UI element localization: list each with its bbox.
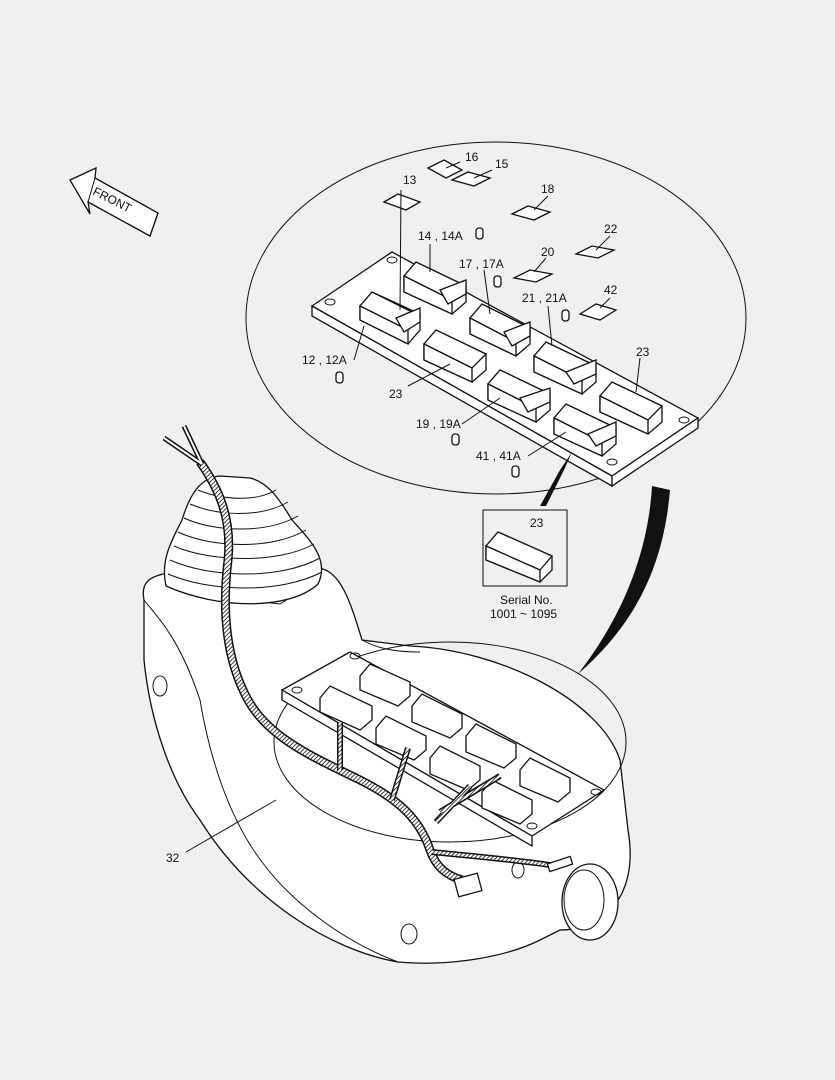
label-32: 32: [166, 851, 180, 865]
harness-terminal: [546, 855, 574, 873]
switch-19: [486, 369, 552, 424]
switch-21: [532, 341, 598, 396]
detail-switches: [358, 261, 664, 458]
label-13: 13: [403, 173, 417, 187]
bulb-21: [561, 309, 570, 322]
leader-32: [185, 799, 277, 853]
switch-23-right: [598, 381, 664, 436]
label-14: 14 , 14A: [418, 229, 463, 243]
decal-22: [573, 245, 617, 259]
label-22: 22: [604, 222, 618, 236]
part-labels: 13 16 15 18 14 , 14A 22 17 , 17A 20 21 ,…: [302, 150, 650, 463]
label-18: 18: [541, 182, 555, 196]
harness-connector: [453, 872, 483, 898]
leader-lines: [353, 161, 641, 457]
switch-panel-detail: [310, 251, 700, 488]
front-arrow: FRONT: [69, 166, 159, 237]
bulb-19: [451, 433, 460, 446]
decal-15: [450, 171, 492, 187]
label-23-left: 23: [389, 387, 403, 401]
switch-41: [552, 403, 618, 458]
decal-18: [510, 205, 552, 221]
decal-42: [578, 303, 618, 321]
label-12: 12 , 12A: [302, 353, 347, 367]
label-21: 21 , 21A: [522, 291, 567, 305]
switch-23-left: [422, 329, 488, 384]
decal-13: [382, 193, 422, 211]
switch-17: [468, 303, 532, 358]
decal-20: [511, 269, 555, 283]
console-callout-ellipse: [273, 641, 627, 843]
detail-callout-ellipse: [245, 141, 747, 495]
label-15: 15: [495, 157, 509, 171]
serial-range: 1001 ~ 1095: [490, 607, 557, 621]
switch-12: [358, 291, 422, 346]
bulb-14: [475, 227, 484, 240]
bulb-41: [511, 465, 520, 478]
label-23-inset: 23: [530, 516, 544, 530]
joystick-boot: [163, 475, 323, 605]
bulb-12: [335, 371, 344, 384]
serial-label: Serial No.: [500, 593, 553, 607]
callout-wedge-lower: [578, 486, 670, 674]
console-body: [142, 567, 631, 964]
bulbs: [335, 227, 570, 478]
bulb-17: [493, 275, 502, 288]
wire-harness: [162, 424, 574, 898]
serial-inset: 23 Serial No. 1001 ~ 1095: [482, 509, 568, 621]
label-19: 19 , 19A: [416, 417, 461, 431]
label-23-top-right: 23: [636, 345, 650, 359]
label-17: 17 , 17A: [459, 257, 504, 271]
switch-14: [402, 261, 468, 316]
label-16: 16: [465, 150, 479, 164]
callout-wedge-upper: [540, 452, 572, 506]
decal-16: [426, 159, 464, 179]
console-switch-panel: [273, 641, 627, 848]
label-41: 41 , 41A: [476, 449, 521, 463]
label-42: 42: [604, 283, 618, 297]
label-20: 20: [541, 245, 555, 259]
